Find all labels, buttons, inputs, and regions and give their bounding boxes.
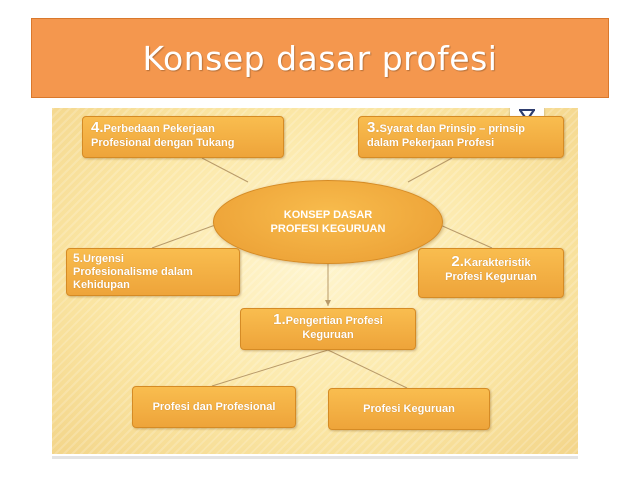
connector-box1-leaf-right [327,349,408,389]
box-perbedaan-pekerjaan: 4.Perbedaan Pekerjaan Profesional dengan… [82,116,284,158]
box-syarat-prinsip: 3.Syarat dan Prinsip – prinsip dalam Pek… [358,116,564,158]
connector-lines [151,157,493,389]
box3-text-line1: Syarat dan Prinsip – prinsip [379,123,526,135]
connector-center-box4 [201,157,249,183]
box5-number: 5. [73,251,84,265]
box5-text-line3: Kehidupan [73,279,130,291]
box3-number: 3. [367,119,380,136]
leaf-left-text: Profesi dan Profesional [152,401,276,413]
box-karakteristik: 2.Karakteristik Profesi Keguruan [418,248,564,298]
box1-text-line1: Pengertian Profesi [285,315,383,327]
box2-text-line2: Profesi Keguruan [445,271,537,283]
box-pengertian-profesi: 1.Pengertian Profesi Keguruan [240,308,416,350]
diagram-slide: 4.Perbedaan Pekerjaan Profesional dengan… [52,108,578,454]
box4-number: 4. [91,119,104,136]
center-text-line1: KONSEP DASAR [283,209,373,221]
box5-text-line1: Urgensi [83,253,124,265]
connector-center-box3 [407,157,453,183]
box-profesi-dan-profesional: Profesi dan Profesional [132,386,296,428]
page-title: Konsep dasar profesi [142,38,498,78]
box2-text-line1: Karakteristik [463,257,531,269]
box5-text-line2: Profesionalisme dalam [73,266,193,278]
box1-text-line2: Keguruan [302,329,354,341]
box-urgensi: 5.Urgensi Profesionalisme dalam Kehidupa… [66,248,240,296]
slide-bottom-divider [52,456,578,459]
center-text-line2: PROFESI KEGURUAN [270,223,386,235]
box-profesi-keguruan: Profesi Keguruan [328,388,490,430]
leaf-right-text: Profesi Keguruan [363,403,455,415]
box4-text-line2: Profesional dengan Tukang [91,137,235,149]
connector-center-box5 [151,223,219,249]
box4-text-line1: Perbedaan Pekerjaan [103,123,215,135]
connector-center-box2 [437,223,493,249]
connector-box1-leaf-left [211,349,329,387]
box2-number: 2. [451,253,464,270]
center-ellipse: KONSEP DASAR PROFESI KEGURUAN [213,180,443,264]
box1-number: 1. [273,311,286,328]
box3-text-line2: dalam Pekerjaan Profesi [367,137,495,149]
title-banner: Konsep dasar profesi [31,18,609,98]
